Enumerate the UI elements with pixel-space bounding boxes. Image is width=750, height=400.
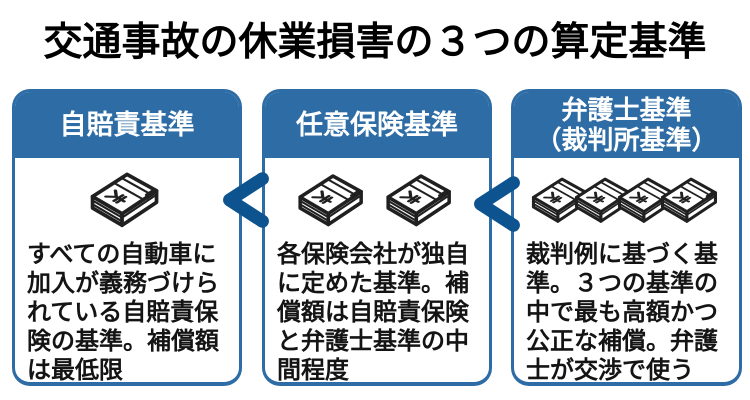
less-than-icon [466,176,528,232]
card-header-label: 自賠責基準 [59,110,195,140]
money-stack-icon [656,173,726,226]
money-stack-icon [293,169,373,230]
card-description: 各保険会社が独自 に定めた基準。補 償額は自賠責保険 と弁護士基準の中 間程度 [277,241,469,384]
money-stack-row [265,158,489,240]
card-header-label: 弁護士基準 （裁判所基準） [535,95,718,155]
less-than-icon [215,172,277,228]
card-description: すべての自動車に 加入が義務づけら れている自賠責保 険の基準。補償額 は最低限 [27,241,219,384]
money-stack-row [15,158,239,240]
card-description: 裁判例に基づく基 準。３つの基準の 中で最も高額かつ 公正な補償。弁護 士が交渉… [526,241,718,384]
money-stack-icon [381,169,461,230]
card-header: 任意保険基準 [265,92,489,158]
card-bengoshi-standard: 弁護士基準 （裁判所基準） 裁判例に基づく基 準。３つの基準の 中で最も高額かつ… [511,89,742,386]
page-title: 交通事故の休業損害の３つの算定基準 [43,21,707,64]
card-jibaiseki-standard: 自賠責基準 すべての自動車に 加入が義務づけら れている自賠責保 険の基準。補償… [12,89,242,386]
card-header: 自賠責基準 [15,92,239,158]
card-nini-hoken-standard: 任意保険基準 各保険会社が独自 に定めた基準。補 償額は自賠責保険 と弁護士基準… [262,89,492,386]
money-stack-icon [85,167,169,231]
card-header-label: 任意保険基準 [296,110,458,140]
money-stack-row [514,158,739,240]
card-header: 弁護士基準 （裁判所基準） [514,92,739,158]
